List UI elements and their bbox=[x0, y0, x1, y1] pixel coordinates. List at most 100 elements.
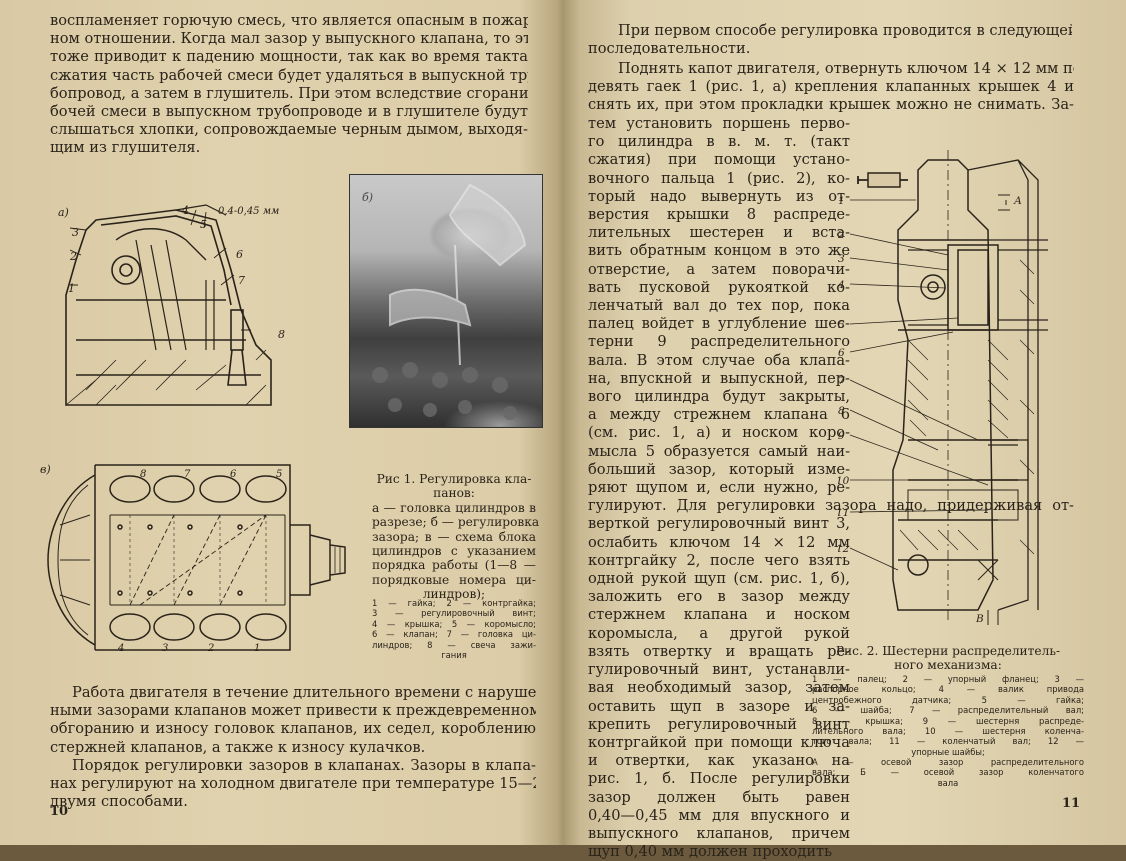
figure-2-legend-line: распорное кольцо; 4 — валик привода bbox=[812, 684, 1084, 695]
fig1c-num-3: 3 bbox=[162, 643, 168, 654]
text-line: При первом способе регулировка проводитс… bbox=[618, 22, 1072, 39]
fig1c-num-1: 1 bbox=[254, 643, 260, 654]
text-line: сжатия) при помощи устано- bbox=[588, 151, 850, 169]
text-line: бочей смеси в выпускном трубопроводе и в… bbox=[50, 103, 528, 121]
figure-1-caption-title: Рис 1. Регулировка кла- bbox=[376, 472, 532, 486]
fig1a-label: а) bbox=[58, 206, 69, 219]
fig2-num-11: 11 bbox=[838, 507, 849, 519]
fig2-num-7: 7 bbox=[838, 375, 845, 387]
figure-2-legend-line: 6 — шайба; 7 — распределительный вал; bbox=[812, 705, 1084, 716]
text-line: ленчатый вал до тех пор, пока bbox=[588, 297, 850, 315]
figure-2-timing-gears: 1 2 3 4 5 6 7 8 9 10 11 12 А В bbox=[838, 150, 1048, 625]
text-line: торый надо вывернуть из от- bbox=[588, 187, 850, 205]
fig1a-num-4: 4 bbox=[181, 204, 189, 217]
figure-1b-photo: б) bbox=[349, 174, 543, 428]
figure-2-legend-line: А — осевой зазор распределительного bbox=[812, 757, 1084, 767]
figure-1-caption-line: панов: bbox=[433, 486, 475, 501]
text-line: воспламеняет горючую смесь, что является… bbox=[50, 12, 528, 29]
left-paragraph-1: воспламеняет горючую смесь, что является… bbox=[50, 12, 528, 158]
text-line: вала. В этом случае оба клапа- bbox=[588, 351, 850, 369]
figure-2-legend-line: вала; Б — осевой зазор коленчатого bbox=[812, 767, 1084, 778]
figure-2-legend-line: 1 — палец; 2 — упорный фланец; 3 — bbox=[812, 674, 1084, 684]
text-line: последовательности. bbox=[588, 40, 751, 58]
figure-2-caption-title: Рис. 2. Шестерни распределитель- bbox=[835, 644, 1061, 658]
fig2-num-6: 6 bbox=[838, 347, 845, 359]
text-line: Порядок регулировки зазоров в клапанах. … bbox=[72, 756, 536, 774]
text-line: 0,40—0,45 мм для впускного и bbox=[588, 806, 850, 824]
fig2-num-4: 4 bbox=[838, 279, 845, 291]
text-line: лительных шестерен и вста- bbox=[588, 224, 850, 242]
figure-2-legend-line: лительного вала; 10 — шестерня коленча- bbox=[812, 726, 1084, 737]
text-line: вого цилиндра будут закрыты, bbox=[588, 388, 850, 406]
fig2-num-9: 9 bbox=[838, 430, 845, 442]
fig2-label-b: В bbox=[975, 613, 984, 625]
text-line: гулировочный винт, устанавли- bbox=[588, 661, 850, 679]
text-line: щим из глушителя. bbox=[50, 139, 201, 157]
figure-2-caption-title: ного механизма: bbox=[894, 658, 1002, 673]
text-line: на, впускной и выпускной, пер- bbox=[588, 369, 850, 387]
text-line: стержней клапанов, а также к износу кула… bbox=[50, 738, 426, 756]
text-line: вочного пальца 1 (рис. 2), ко- bbox=[588, 169, 850, 187]
text-line: снять их, при этом прокладки крышек можн… bbox=[588, 96, 1074, 114]
figure-1-caption-line: линдров); bbox=[422, 587, 486, 602]
text-line: стержнем клапана и носком bbox=[588, 606, 850, 624]
fig2-label-a: А bbox=[1013, 195, 1022, 207]
text-line: тем установить поршень перво- bbox=[588, 115, 850, 132]
figure-1-caption-line: разрезе; б — регулировка bbox=[372, 515, 540, 530]
text-line: ном отношении. Когда мал зазор у выпускн… bbox=[50, 30, 528, 48]
figure-1-caption-line: цилиндров с указанием bbox=[372, 544, 536, 559]
fig1a-num-5: 5 bbox=[200, 218, 207, 231]
figure-2-legend: 1 — палец; 2 — упорный фланец; 3 —распор… bbox=[812, 674, 1084, 757]
text-line: терни 9 распределительного bbox=[588, 333, 850, 351]
text-line: вая необходимый зазор, затем bbox=[588, 679, 850, 697]
figure-1-legend-line: 4 — крышка; 5 — коромысло; bbox=[372, 618, 536, 629]
text-line: нах регулируют на холодном двигателе при… bbox=[50, 775, 536, 793]
text-line: ными зазорами клапанов может привести к … bbox=[50, 702, 536, 720]
text-line: Работа двигателя в течение длительного в… bbox=[72, 684, 536, 701]
text-line: контргайку 2, после чего взять bbox=[588, 551, 850, 569]
text-line: мысла 5 образуется самый наи- bbox=[588, 442, 850, 460]
figure-2-caption: Рис. 2. Шестерни распределитель-ного мех… bbox=[812, 644, 1084, 673]
text-line: сжатия часть рабочей смеси будет удалять… bbox=[50, 66, 528, 84]
right-page-number: 11 bbox=[1062, 796, 1081, 811]
text-line: взять отвертку и вращать ре- bbox=[588, 642, 850, 660]
text-line: палец войдет в углубление шес- bbox=[588, 315, 850, 333]
text-line: ослабить ключом 14 × 12 мм bbox=[588, 533, 850, 551]
text-line: контргайкой при помощи ключа bbox=[588, 733, 850, 751]
text-line: вить обратным концом в это же bbox=[588, 242, 850, 260]
figure-1-legend-line: 6 — клапан; 7 — головка ци- bbox=[372, 629, 536, 640]
figure-2-legend-line: центробежного датчика; 5 — гайка; bbox=[812, 694, 1084, 705]
figure-2-legend-line: 8 — крышка; 9 — шестерня распреде- bbox=[812, 715, 1084, 726]
fig2-num-1: 1 bbox=[838, 195, 845, 207]
fig2-num-8: 8 bbox=[838, 405, 845, 417]
text-line: коромысла, а другой рукой bbox=[588, 624, 850, 642]
figure-1-legend-line: 3 — регулировочный винт; bbox=[372, 608, 536, 619]
text-line: двумя способами. bbox=[50, 793, 188, 811]
text-line: (см. рис. 1, а) и носком коро- bbox=[588, 424, 850, 442]
text-line: оставить щуп в зазоре и за- bbox=[588, 697, 850, 715]
fig1c-num-5: 5 bbox=[276, 469, 282, 480]
text-line: девять гаек 1 (рис. 1, а) крепления клап… bbox=[588, 78, 1074, 96]
fig1c-num-4: 4 bbox=[117, 643, 124, 654]
fig2-num-3: 3 bbox=[838, 253, 845, 265]
text-line: слышаться хлопки, сопровождаемые черным … bbox=[50, 121, 528, 139]
text-line: рис. 1, б. После регулировки bbox=[588, 770, 850, 788]
text-line: бопровод, а затем в глушитель. При этом … bbox=[50, 84, 528, 102]
text-line: отверстие, а затем поворачи- bbox=[588, 260, 850, 278]
fig1a-num-3: 3 bbox=[72, 226, 79, 239]
figure-1-legend-line: линдров; 8 — свеча зажи- bbox=[372, 639, 536, 650]
text-line: обгоранию и износу головок клапанов, их … bbox=[50, 720, 536, 738]
text-line: Поднять капот двигателя, отвернуть ключо… bbox=[618, 60, 1074, 77]
fig1c-num-2: 2 bbox=[207, 643, 214, 654]
figure-2-legend-line: того вала; 11 — коленчатый вал; 12 — bbox=[812, 736, 1084, 747]
left-page: воспламеняет горючую смесь, что является… bbox=[0, 0, 560, 845]
text-line: тоже приводит к падению мощности, так ка… bbox=[50, 48, 528, 66]
fig1c-label: в) bbox=[40, 463, 51, 476]
figure-1-legend: 1 — гайка; 2 — контргайка;3 — регулирово… bbox=[372, 598, 536, 660]
fig2-num-12: 12 bbox=[838, 543, 850, 555]
text-line: заложить его в зазор между bbox=[588, 588, 850, 606]
figure-1-caption-line: порядка работы (1—8 — bbox=[372, 558, 536, 573]
text-line: зазор должен быть равен bbox=[588, 788, 850, 806]
